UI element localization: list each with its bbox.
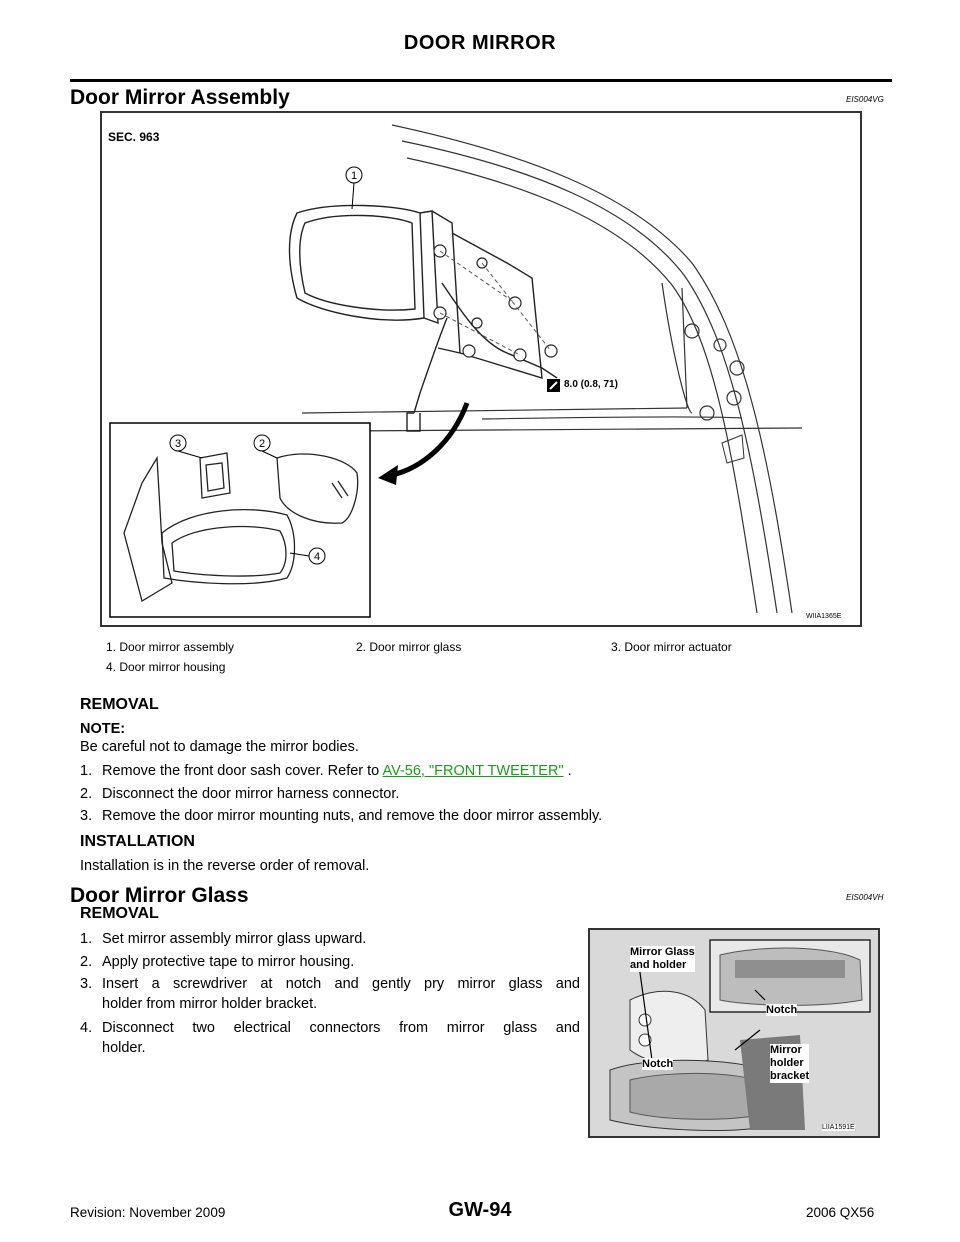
label-line: Mirror Glass (630, 946, 695, 958)
page-header-title: DOOR MIRROR (403, 32, 557, 54)
reference-link[interactable]: AV-56, "FRONT TWEETER" (382, 763, 564, 779)
label-line: Mirror (770, 1044, 802, 1056)
figure-sec-label: SEC. 963 (108, 130, 160, 144)
step-text: Insert a screwdriver at notch and gently… (102, 976, 580, 992)
section-code-glass: EIS004VH (846, 893, 884, 902)
step-text: Remove the door mirror mounting nuts, an… (102, 808, 603, 824)
figure-door-mirror-assembly: 1 2 3 4 SEC. 963 8.0 (0.8, 71) WIIA1365E (100, 111, 862, 627)
step-text: Remove the front door sash cover. Refer … (102, 763, 383, 779)
step-text: Disconnect the door mirror harness conne… (102, 786, 400, 802)
footer-page-number: GW-94 (448, 1199, 512, 1221)
step-number: 3. (80, 976, 93, 992)
glass-step-3: 3. Insert a screwdriver at notch and gent… (80, 974, 580, 1014)
removal-heading: REMOVAL (80, 696, 159, 713)
label-line: holder (770, 1057, 804, 1069)
removal-step-3: 3. Remove the door mirror mounting nuts, … (80, 806, 602, 826)
callout-4-label: 4 (314, 551, 320, 563)
label-line: and holder (630, 959, 687, 971)
legend-item-1: 1. Door mirror assembly (106, 640, 235, 654)
figure-id-assembly: WIIA1365E (806, 613, 842, 620)
label-mirror-glass-holder: Mirror Glass and holder (630, 946, 695, 972)
label-mirror-holder-bracket: Mirror holder bracket (770, 1044, 810, 1083)
step-number: 2. (80, 786, 93, 802)
label-notch-top: Notch (766, 1004, 798, 1016)
glass-removal-heading: REMOVAL (80, 905, 159, 922)
legend-item-2: 2. Door mirror glass (356, 640, 462, 654)
figure-mirror-glass-removal: Mirror Glass and holder Notch Notch Mirr… (588, 928, 880, 1138)
glass-step-4: 4. Disconnect two electrical connectors f… (80, 1018, 580, 1058)
step-text-continued: holder. (102, 1040, 146, 1056)
note-text: Be careful not to damage the mirror bodi… (80, 739, 359, 755)
step-text-after: . (563, 763, 572, 779)
note-label: NOTE: (80, 721, 126, 737)
section-code-assembly: EIS004VG (846, 95, 884, 104)
glass-step-1: 1. Set mirror assembly mirror glass upwar… (80, 929, 580, 949)
callout-2-label: 2 (259, 438, 265, 450)
section-title-glass: Door Mirror Glass (70, 884, 249, 907)
header-divider (70, 79, 892, 82)
label-line: bracket (770, 1070, 810, 1082)
step-number: 3. (80, 808, 93, 824)
installation-text: Installation is in the reverse order of … (80, 858, 370, 874)
step-number: 4. (80, 1020, 93, 1036)
label-notch-left: Notch (642, 1058, 674, 1070)
assembly-illustration: 1 2 3 4 (109, 124, 803, 618)
removal-step-2: 2. Disconnect the door mirror harness con… (80, 784, 399, 804)
step-text: Disconnect two electrical connectors fro… (102, 1020, 580, 1036)
legend-item-4: 4. Door mirror housing (106, 660, 226, 674)
step-text: Apply protective tape to mirror housing. (102, 954, 355, 970)
step-number: 2. (80, 954, 93, 970)
callout-3-label: 3 (175, 438, 181, 450)
step-number: 1. (80, 763, 93, 779)
section-title-assembly: Door Mirror Assembly (70, 86, 290, 109)
installation-heading: INSTALLATION (80, 833, 195, 850)
step-number: 1. (80, 931, 93, 947)
footer-revision: Revision: November 2009 (70, 1205, 226, 1220)
legend-item-3: 3. Door mirror actuator (611, 640, 732, 654)
step-text-continued: holder from mirror holder bracket. (102, 996, 318, 1012)
footer-model: 2006 QX56 (806, 1205, 875, 1220)
removal-step-1: 1. Remove the front door sash cover. Refe… (80, 761, 572, 781)
step-text: Set mirror assembly mirror glass upward. (102, 931, 367, 947)
figure-id-glass: LIIA1591E (822, 1124, 855, 1131)
callout-1-label: 1 (351, 170, 357, 182)
torque-label: 8.0 (0.8, 71) (564, 379, 618, 390)
glass-step-2: 2. Apply protective tape to mirror housin… (80, 952, 580, 972)
